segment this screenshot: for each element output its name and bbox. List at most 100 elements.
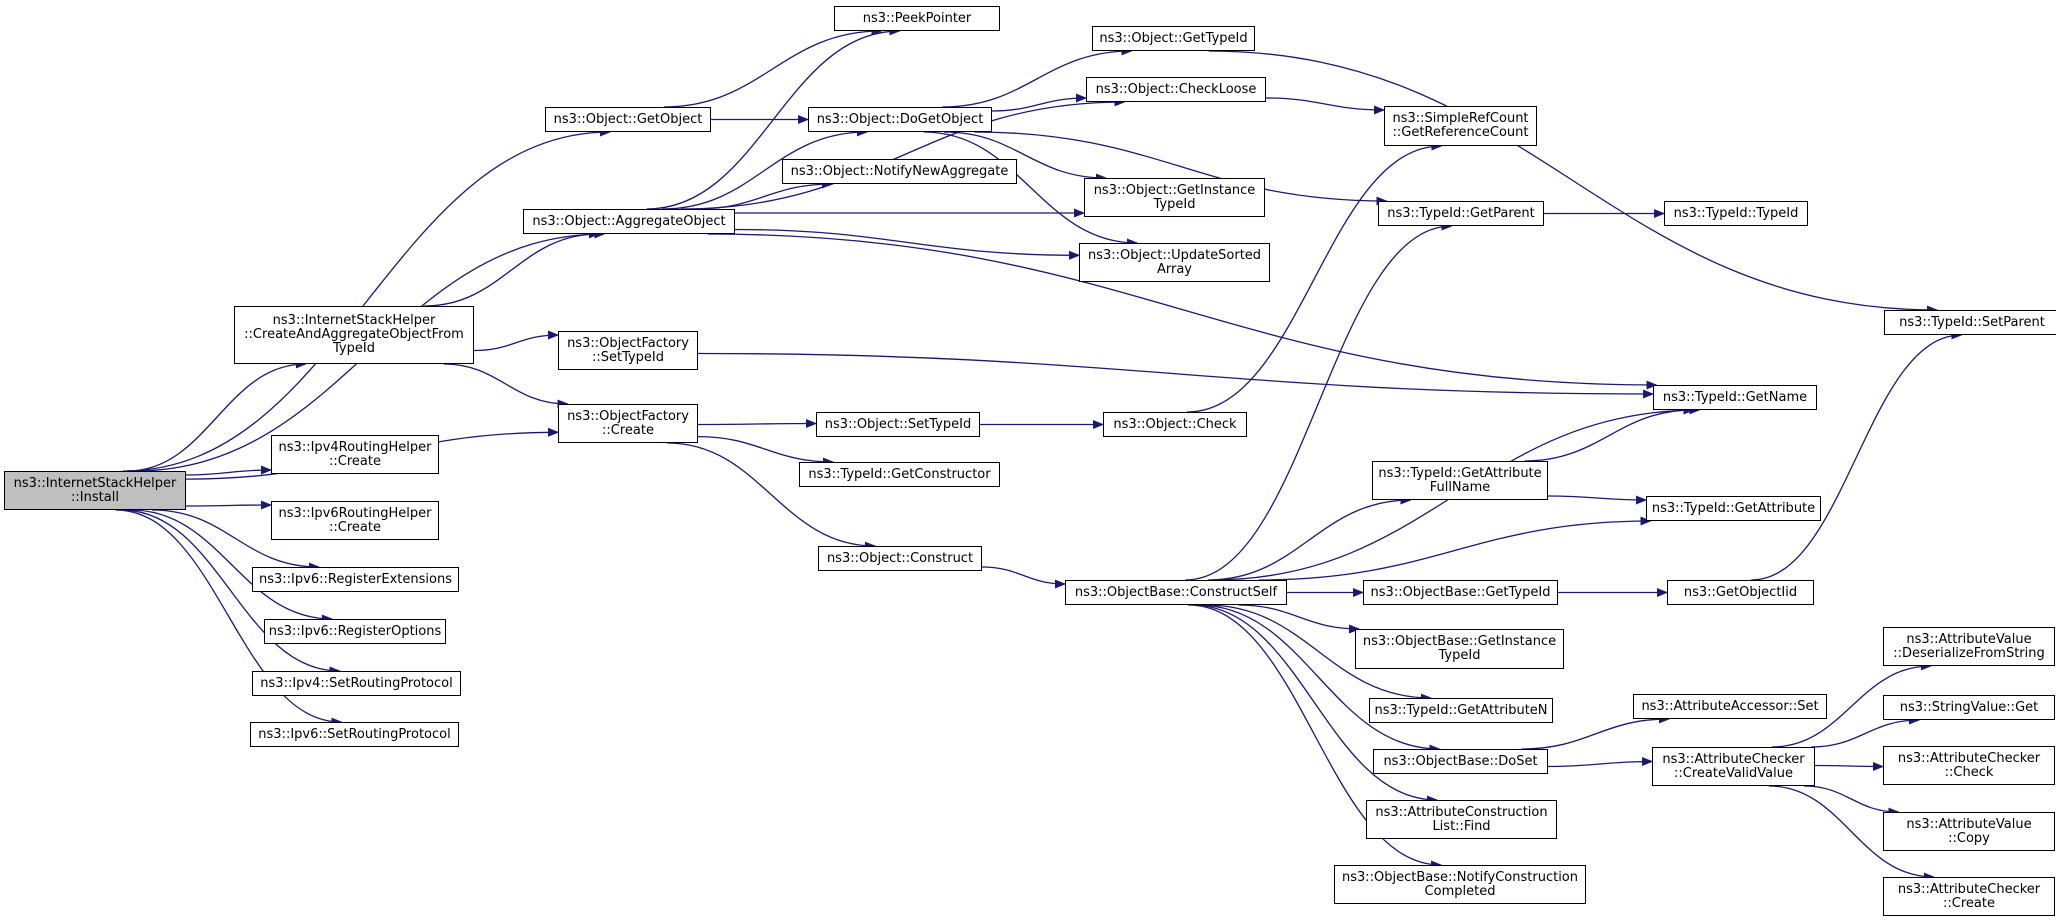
edge-createvalid-to-deserialize bbox=[1771, 666, 1931, 748]
edge-getobject-to-peek bbox=[663, 31, 881, 108]
node-label: ns3::Object::GetTypeId bbox=[1099, 30, 1248, 46]
node-getattributen[interactable]: ns3::TypeId::GetAttributeN bbox=[1369, 698, 1553, 723]
node-label: ns3::AttributeChecker bbox=[1897, 881, 2041, 897]
node-getparent[interactable]: ns3::TypeId::GetParent bbox=[1378, 201, 1544, 226]
edges-layer bbox=[115, 31, 1962, 877]
node-checkercheck[interactable]: ns3::AttributeChecker::Check bbox=[1883, 746, 2055, 785]
node-check[interactable]: ns3::Object::Check bbox=[1103, 412, 1247, 437]
edge-install-to-regopt bbox=[130, 509, 332, 619]
node-stringget[interactable]: ns3::StringValue::Get bbox=[1883, 695, 2055, 720]
node-label: ns3::Object::CheckLoose bbox=[1095, 81, 1257, 97]
node-getname[interactable]: ns3::TypeId::GetName bbox=[1653, 385, 1817, 410]
node-label: ::Create bbox=[602, 422, 654, 438]
node-label: ::SetTypeId bbox=[591, 349, 665, 365]
edge-constructself-to-notifyconst bbox=[1188, 604, 1441, 865]
node-getobject[interactable]: ns3::Object::GetObject bbox=[545, 107, 711, 132]
edge-aggregate-to-peek bbox=[646, 31, 900, 210]
edge-createagg-to-aggregate bbox=[424, 234, 598, 307]
node-deserialize[interactable]: ns3::AttributeValue::DeserializeFromStri… bbox=[1883, 627, 2055, 666]
edge-aggregate-to-getname bbox=[707, 233, 1657, 385]
edge-constructself-to-listfind bbox=[1191, 604, 1437, 800]
node-label: ::Install bbox=[71, 489, 119, 505]
node-dogetobject[interactable]: ns3::Object::DoGetObject bbox=[808, 107, 992, 132]
node-typeidctor[interactable]: ns3::TypeId::TypeId bbox=[1664, 201, 1808, 226]
node-regopt[interactable]: ns3::Ipv6::RegisterOptions bbox=[264, 619, 446, 644]
node-obgettypeid[interactable]: ns3::ObjectBase::GetTypeId bbox=[1363, 580, 1558, 605]
node-label: List::Find bbox=[1432, 818, 1491, 834]
node-objsettypeid[interactable]: ns3::Object::SetTypeId bbox=[816, 412, 980, 437]
node-checkloose[interactable]: ns3::Object::CheckLoose bbox=[1086, 77, 1266, 102]
node-setparent[interactable]: ns3::TypeId::SetParent bbox=[1884, 310, 2056, 335]
node-label: ns3::TypeId::GetConstructor bbox=[808, 466, 991, 482]
node-createvalid[interactable]: ns3::AttributeChecker::CreateValidValue bbox=[1652, 747, 1815, 786]
node-install: ns3::InternetStackHelper::Install bbox=[4, 471, 186, 510]
node-label: ns3::Object::Check bbox=[1113, 416, 1237, 432]
edge-doset-to-accessorset bbox=[1521, 719, 1669, 750]
edge-factorycreate-to-objsettypeid bbox=[697, 424, 816, 425]
edge-createvalid-to-checkercreate bbox=[1768, 785, 1934, 877]
node-label: ns3::Object::GetObject bbox=[553, 111, 703, 127]
node-label: ::CreateValidValue bbox=[1674, 765, 1793, 781]
edge-createvalid-to-stringget bbox=[1811, 720, 1919, 748]
node-label: ns3::ObjectBase::ConstructSelf bbox=[1074, 584, 1278, 600]
node-ipv6srp[interactable]: ns3::Ipv6::SetRoutingProtocol bbox=[250, 722, 459, 747]
node-settypeidfactory[interactable]: ns3::ObjectFactory::SetTypeId bbox=[558, 331, 698, 370]
edge-createvalid-to-checkercheck bbox=[1814, 766, 1883, 767]
edge-objgettypeid-to-setparent bbox=[1208, 50, 1937, 310]
node-aggregate[interactable]: ns3::Object::AggregateObject bbox=[523, 209, 735, 234]
node-label: ns3::TypeId::GetAttribute bbox=[1651, 500, 1816, 516]
node-accessorset[interactable]: ns3::AttributeAccessor::Set bbox=[1633, 694, 1827, 719]
node-notifynew[interactable]: ns3::Object::NotifyNewAggregate bbox=[782, 159, 1017, 184]
edge-install-to-ipv4srp bbox=[121, 509, 339, 671]
node-label: ns3::ObjectBase::GetTypeId bbox=[1370, 584, 1551, 600]
edge-dogetobject-to-objgettypeid bbox=[942, 51, 1131, 108]
edge-checkloose-to-getrefcount bbox=[1265, 97, 1384, 110]
node-ipv4rh[interactable]: ns3::Ipv4RoutingHelper::Create bbox=[271, 435, 439, 474]
node-label: ::Create bbox=[1943, 895, 1995, 911]
node-label: ns3::ObjectBase::GetInstance bbox=[1362, 634, 1557, 649]
node-label: ns3::StringValue::Get bbox=[1899, 699, 2039, 715]
node-ipv6rh[interactable]: ns3::Ipv6RoutingHelper::Create bbox=[271, 501, 439, 540]
node-label: ns3::Ipv6::RegisterOptions bbox=[268, 623, 442, 639]
node-getobjectiid[interactable]: ns3::GetObjectIid bbox=[1667, 580, 1814, 605]
edge-factorycreate-to-getconstructor bbox=[697, 435, 833, 462]
node-doset[interactable]: ns3::ObjectBase::DoSet bbox=[1373, 749, 1548, 774]
node-construct[interactable]: ns3::Object::Construct bbox=[818, 546, 982, 571]
edge-settypeidfactory-to-getname bbox=[697, 352, 1653, 395]
edge-constructself-to-getparent bbox=[1185, 226, 1451, 581]
node-ipv4srp[interactable]: ns3::Ipv4::SetRoutingProtocol bbox=[252, 671, 461, 696]
edge-dogetobject-to-getinstancetypeid bbox=[943, 131, 1106, 178]
node-label: ns3::Object::UpdateSorted bbox=[1087, 247, 1262, 263]
node-constructself[interactable]: ns3::ObjectBase::ConstructSelf bbox=[1065, 580, 1287, 605]
node-factorycreate[interactable]: ns3::ObjectFactory::Create bbox=[558, 404, 698, 443]
edge-createagg-to-factorycreate bbox=[443, 363, 568, 404]
node-checkercreate[interactable]: ns3::AttributeChecker::Create bbox=[1883, 877, 2055, 916]
node-label: ns3::GetObjectIid bbox=[1683, 584, 1798, 600]
node-label: TypeId bbox=[1153, 196, 1196, 212]
node-createagg[interactable]: ns3::InternetStackHelper::CreateAndAggre… bbox=[234, 306, 474, 364]
node-regext[interactable]: ns3::Ipv6::RegisterExtensions bbox=[252, 567, 459, 592]
edge-constructself-to-getattribute bbox=[1258, 521, 1651, 581]
node-label: ns3::Object::SetTypeId bbox=[824, 416, 972, 432]
edge-constructself-to-getattrfullname bbox=[1207, 500, 1411, 581]
node-label: ns3::TypeId::TypeId bbox=[1673, 205, 1799, 221]
node-label: TypeId bbox=[1438, 648, 1481, 663]
node-getrefcount[interactable]: ns3::SimpleRefCount::GetReferenceCount bbox=[1384, 106, 1537, 146]
node-peek[interactable]: ns3::PeekPointer bbox=[834, 6, 1000, 31]
node-label: ::GetReferenceCount bbox=[1392, 125, 1529, 140]
node-valuecopy[interactable]: ns3::AttributeValue::Copy bbox=[1883, 812, 2055, 851]
edge-createagg-to-settypeidfactory bbox=[473, 335, 558, 352]
node-getattribute[interactable]: ns3::TypeId::GetAttribute bbox=[1646, 496, 1821, 521]
node-label: ns3::TypeId::GetParent bbox=[1387, 205, 1535, 221]
node-getconstructor[interactable]: ns3::TypeId::GetConstructor bbox=[799, 462, 1000, 487]
node-label: ::Check bbox=[1944, 764, 1994, 780]
node-objgettypeid[interactable]: ns3::Object::GetTypeId bbox=[1092, 26, 1255, 51]
node-label: ns3::ObjectFactory bbox=[567, 408, 689, 424]
node-label: ns3::AttributeValue bbox=[1906, 631, 2032, 647]
